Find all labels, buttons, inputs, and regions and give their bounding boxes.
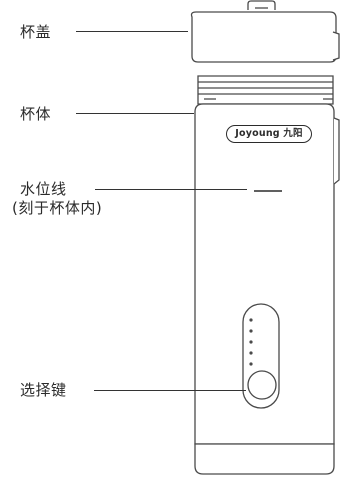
label-water-line: 水位线 bbox=[20, 180, 67, 198]
leader-line-lid bbox=[76, 31, 188, 32]
lid bbox=[190, 0, 340, 63]
leader-line-select bbox=[94, 390, 246, 391]
label-select-key: 选择键 bbox=[20, 381, 67, 399]
label-body: 杯体 bbox=[20, 105, 52, 123]
indicator-dots bbox=[249, 318, 253, 366]
label-lid: 杯盖 bbox=[20, 23, 52, 41]
label-water-line-note: (刻于杯体内) bbox=[12, 199, 103, 217]
selector-panel bbox=[242, 303, 280, 409]
leader-line-water bbox=[95, 189, 247, 190]
brand-logo: Joyoung 九阳 bbox=[226, 125, 312, 143]
cup-neck bbox=[197, 75, 334, 105]
cup-body bbox=[194, 103, 340, 475]
leader-line-body bbox=[76, 113, 194, 114]
